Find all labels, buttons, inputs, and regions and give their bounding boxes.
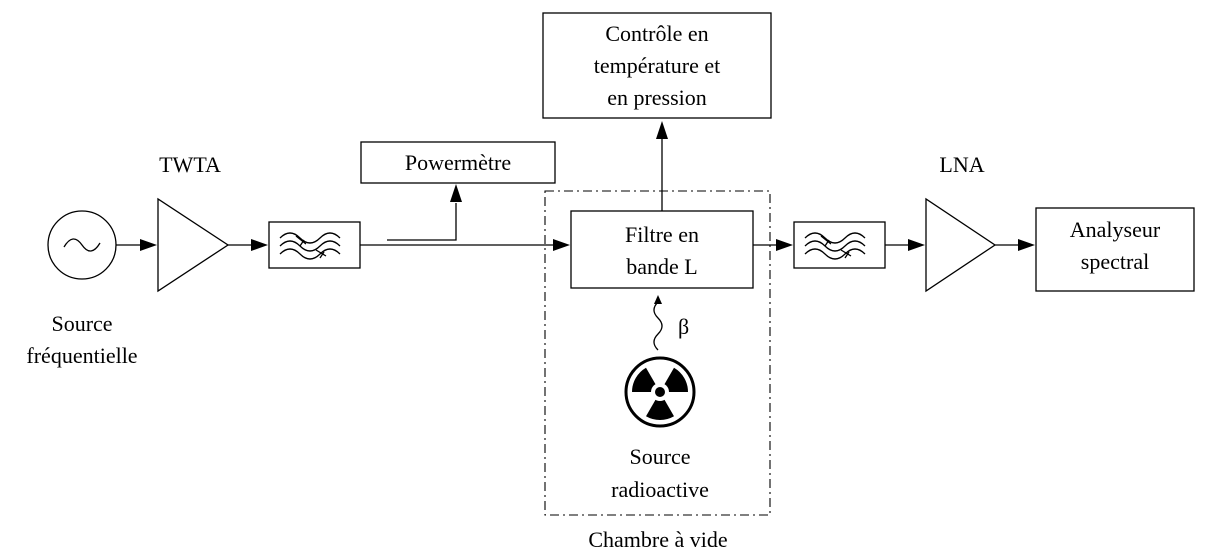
source-radio-line-2: radioactive bbox=[611, 477, 709, 502]
control-block: Contrôle en température et en pression bbox=[542, 12, 772, 119]
source-freq-line-2: fréquentielle bbox=[26, 343, 137, 368]
powermeter-block: Powermètre bbox=[360, 141, 556, 184]
control-line-2: température et bbox=[594, 53, 720, 78]
control-line-3: en pression bbox=[607, 85, 707, 110]
source-radio-line-1: Source bbox=[629, 444, 690, 469]
chamber-label: Chambre à vide bbox=[588, 527, 727, 552]
powermeter-label: Powermètre bbox=[405, 150, 511, 175]
analyzer-line-2: spectral bbox=[1081, 249, 1149, 274]
beta-radiation-arrow bbox=[653, 295, 663, 351]
bandpass-filter-1-icon bbox=[268, 221, 361, 269]
beta-label: β bbox=[678, 314, 689, 339]
radioactive-icon bbox=[624, 356, 696, 428]
filter-l-block: Filtre en bande L bbox=[570, 210, 754, 289]
filter-l-line-1: Filtre en bbox=[625, 222, 699, 247]
analyzer-line-1: Analyseur bbox=[1070, 217, 1161, 242]
frequency-source-icon bbox=[47, 210, 117, 280]
vacuum-chamber-boundary bbox=[544, 190, 771, 516]
source-freq-line-1: Source bbox=[51, 311, 112, 336]
filter-l-line-2: bande L bbox=[626, 254, 697, 279]
control-line-1: Contrôle en bbox=[605, 21, 708, 46]
lna-label: LNA bbox=[939, 152, 984, 177]
analyzer-block: Analyseur spectral bbox=[1035, 207, 1195, 292]
bandpass-filter-2-icon bbox=[793, 221, 886, 269]
twta-amplifier-icon bbox=[157, 197, 230, 293]
twta-label: TWTA bbox=[159, 152, 221, 177]
lna-amplifier-icon bbox=[925, 197, 997, 293]
